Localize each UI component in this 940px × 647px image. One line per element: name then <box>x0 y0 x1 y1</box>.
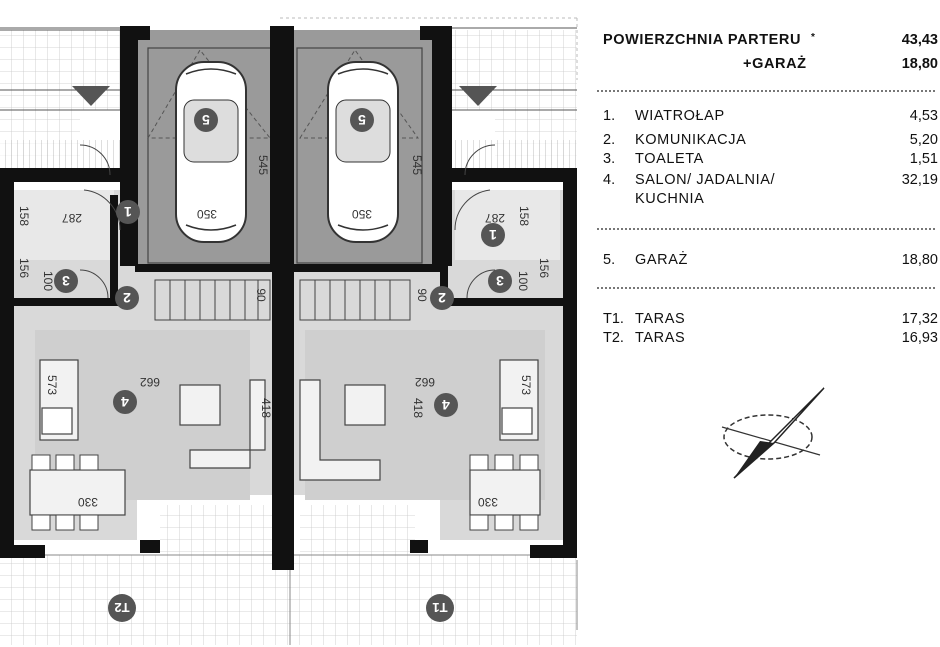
svg-text:T1: T1 <box>432 600 447 615</box>
entry-arrow-left-icon <box>72 86 110 106</box>
room-marker: 1 <box>481 223 505 247</box>
separator <box>597 287 935 289</box>
garage-row: 5. GARAŻ 18,80 <box>597 252 940 272</box>
dimension-label: 90 <box>254 288 268 302</box>
terrace-value: 16,93 <box>901 330 938 346</box>
svg-text:4: 4 <box>442 397 450 413</box>
front-paving-left <box>0 30 120 110</box>
room-value: 4,53 <box>909 108 938 124</box>
north-arrow-icon <box>721 387 825 479</box>
dimension-label: 573 <box>45 375 59 395</box>
dimension-label: 287 <box>62 211 82 225</box>
room-row: 2. KOMUNIKACJA 5,20 <box>597 132 940 152</box>
terrace-marker: T1 <box>426 594 454 622</box>
room-marker: 2 <box>115 286 139 310</box>
car-right-icon <box>327 61 399 243</box>
room-value: 32,19 <box>901 172 938 188</box>
floor-plan: 1 2 3 4 5 1 2 3 4 5T2 T1 545 350 545 350 287 158 100 156 2… <box>0 17 578 645</box>
room-row-continued: KUCHNIA <box>597 191 940 211</box>
terrace-num: T1. <box>603 311 624 327</box>
svg-text:T2: T2 <box>114 600 129 615</box>
dimension-label: 100 <box>516 271 530 291</box>
terrace-row: T1. TARAS 17,32 <box>597 311 940 331</box>
room-marker: 4 <box>434 393 458 417</box>
room-marker: 4 <box>113 390 137 414</box>
dimension-label: 350 <box>197 207 217 221</box>
room-marker: 3 <box>54 269 78 293</box>
svg-text:3: 3 <box>62 273 70 289</box>
svg-text:2: 2 <box>123 290 131 306</box>
room-value: 1,51 <box>909 151 938 167</box>
stairs <box>154 279 411 321</box>
room-label: WIATROŁAP <box>635 108 725 124</box>
ground-floor-mark: * <box>811 32 815 43</box>
ground-floor-value: 43,43 <box>901 32 938 48</box>
room-row: 4. SALON/ JADALNIA/ 32,19 <box>597 172 940 192</box>
terrace-num: T2. <box>603 330 624 346</box>
garage-total-label: +GARAŻ <box>743 56 807 72</box>
room-marker: 5 <box>350 108 374 132</box>
dimension-label: 330 <box>478 495 498 509</box>
room-marker: 3 <box>488 269 512 293</box>
separator <box>597 90 935 92</box>
ground-floor-row: POWIERZCHNIA PARTERU * 43,43 <box>597 32 940 52</box>
svg-text:2: 2 <box>438 290 446 306</box>
room-num: 2. <box>603 132 616 148</box>
dimension-label: 545 <box>256 155 270 175</box>
dimension-label: 545 <box>410 155 424 175</box>
dimension-label: 350 <box>352 207 372 221</box>
separator <box>597 228 935 230</box>
walls <box>0 26 577 570</box>
garage-value: 18,80 <box>901 252 938 268</box>
dimension-label: 156 <box>17 258 31 278</box>
room-label: TOALETA <box>635 151 704 167</box>
dimension-label: 287 <box>485 211 505 225</box>
svg-text:4: 4 <box>121 394 129 410</box>
dimension-label: 100 <box>41 271 55 291</box>
dimension-label: 330 <box>78 495 98 509</box>
garage-num: 5. <box>603 252 616 268</box>
room-marker: 5 <box>194 108 218 132</box>
dimension-label: 90 <box>415 288 429 302</box>
dimension-label: 418 <box>259 398 273 418</box>
ground-floor-label: POWIERZCHNIA PARTERU <box>603 32 802 48</box>
room-marker: 2 <box>430 286 454 310</box>
room-marker: 1 <box>116 200 140 224</box>
svg-text:5: 5 <box>358 112 366 128</box>
room-num: 4. <box>603 172 616 188</box>
garage-total-value: 18,80 <box>901 56 938 72</box>
terrace-row: T2. TARAS 16,93 <box>597 330 940 350</box>
room-label: SALON/ JADALNIA/ <box>635 172 776 188</box>
terrace-label: TARAS <box>635 311 686 327</box>
room-row: 3. TOALETA 1,51 <box>597 151 940 171</box>
terrace-label: TARAS <box>635 330 686 346</box>
dimension-label: 156 <box>537 258 551 278</box>
dimension-label: 662 <box>140 375 160 389</box>
dimension-label: 662 <box>415 375 435 389</box>
terrace-marker: T2 <box>108 594 136 622</box>
room-value: 5,20 <box>909 132 938 148</box>
svg-text:1: 1 <box>124 204 132 220</box>
room-num: 1. <box>603 108 616 124</box>
svg-text:3: 3 <box>496 273 504 289</box>
room-row: 1. WIATROŁAP 4,53 <box>597 108 940 128</box>
entry-arrow-right-icon <box>459 86 497 106</box>
dimension-label: 573 <box>519 375 533 395</box>
garage-label: GARAŻ <box>635 252 688 268</box>
svg-text:5: 5 <box>202 112 210 128</box>
dimension-label: 418 <box>411 398 425 418</box>
dimension-label: 158 <box>517 206 531 226</box>
room-num: 3. <box>603 151 616 167</box>
terrace-value: 17,32 <box>901 311 938 327</box>
garage-total-row: +GARAŻ 18,80 <box>597 56 940 76</box>
room-label: KUCHNIA <box>635 191 705 207</box>
dimension-label: 158 <box>17 206 31 226</box>
svg-text:1: 1 <box>489 227 497 243</box>
room-label: KOMUNIKACJA <box>635 132 747 148</box>
